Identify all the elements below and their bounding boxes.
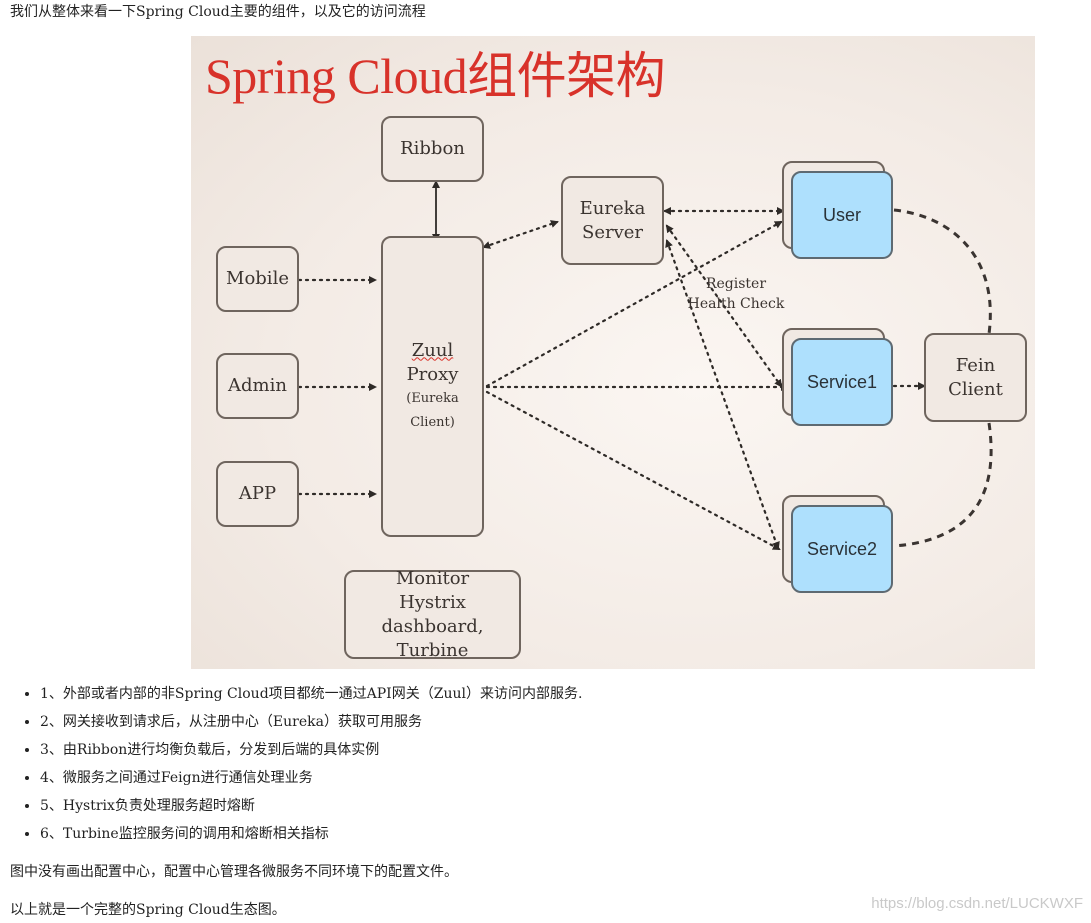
eureka-server-label-2: Server <box>581 221 643 243</box>
link-zuul-user <box>485 220 783 388</box>
list-item: 6、Turbine监控服务间的调用和熔断相关指标 <box>40 820 582 848</box>
fein-client-box: Fein Client <box>924 333 1027 422</box>
service1-box: Service1 <box>791 338 893 426</box>
eureka-client-label: (Eureka <box>406 390 459 406</box>
steps-list: 1、外部或者内部的非Spring Cloud项目都统一通过API网关（Zuul）… <box>20 680 582 848</box>
ribbon-label: Ribbon <box>400 138 465 159</box>
eureka-client-label-2: Client) <box>410 414 455 430</box>
monitor-box: Monitor Hystrix dashboard, Turbine <box>344 567 521 661</box>
admin-box: Admin <box>216 353 299 419</box>
app-label: APP <box>238 483 277 504</box>
user-box: User <box>791 171 893 259</box>
list-item: 3、由Ribbon进行均衡负载后，分发到后端的具体实例 <box>40 736 582 764</box>
app-box: APP <box>216 461 299 527</box>
admin-label: Admin <box>228 375 287 396</box>
health-check-label: Health Check <box>687 296 785 312</box>
diagram-title: Spring Cloud组件架构 <box>205 48 666 104</box>
eureka-server-label-1: Eureka <box>579 197 646 219</box>
zuul-label: Zuul <box>411 339 454 361</box>
mobile-label: Mobile <box>226 268 289 289</box>
fein-label-1: Fein <box>955 354 996 376</box>
link-eureka-service2 <box>665 239 780 550</box>
register-health-label: Register Health Check <box>681 274 791 314</box>
ribbon-box: Ribbon <box>381 116 484 182</box>
summary-note: 以上就是一个完整的Spring Cloud生态图。 <box>10 902 286 918</box>
link-zuul-service2 <box>485 390 781 551</box>
list-item: 2、网关接收到请求后，从注册中心（Eureka）获取可用服务 <box>40 708 582 736</box>
proxy-label: Proxy <box>406 363 459 385</box>
list-item: 1、外部或者内部的非Spring Cloud项目都统一通过API网关（Zuul）… <box>40 680 582 708</box>
link-user-fein <box>893 208 992 335</box>
monitor-label-2: Hystrix dashboard, <box>381 591 484 637</box>
register-label: Register <box>705 276 767 292</box>
watermark: https://blog.csdn.net/LUCKWXF <box>871 895 1083 912</box>
link-fein-service2 <box>893 422 993 548</box>
intro-text: 我们从整体来看一下Spring Cloud主要的组件，以及它的访问流程 <box>10 4 426 20</box>
monitor-label-3: Turbine <box>396 639 469 661</box>
list-item: 4、微服务之间通过Feign进行通信处理业务 <box>40 764 582 792</box>
zuul-proxy-box: Zuul Proxy (Eureka Client) <box>381 236 484 537</box>
monitor-label-1: Monitor <box>395 567 470 589</box>
service1-label: Service1 <box>806 371 878 392</box>
eureka-server-box: Eureka Server <box>561 176 664 265</box>
service2-box: Service2 <box>791 505 893 593</box>
architecture-diagram: Spring Cloud组件架构 <box>191 36 1035 669</box>
list-item: 5、Hystrix负责处理服务超时熔断 <box>40 792 582 820</box>
mobile-box: Mobile <box>216 246 299 312</box>
user-label: User <box>822 204 861 225</box>
diagram-connectors <box>297 180 993 551</box>
fein-label-2: Client <box>948 378 1003 400</box>
config-note: 图中没有画出配置中心，配置中心管理各微服务不同环境下的配置文件。 <box>10 864 458 880</box>
service2-label: Service2 <box>806 538 878 559</box>
link-zuul-eureka <box>482 220 559 249</box>
